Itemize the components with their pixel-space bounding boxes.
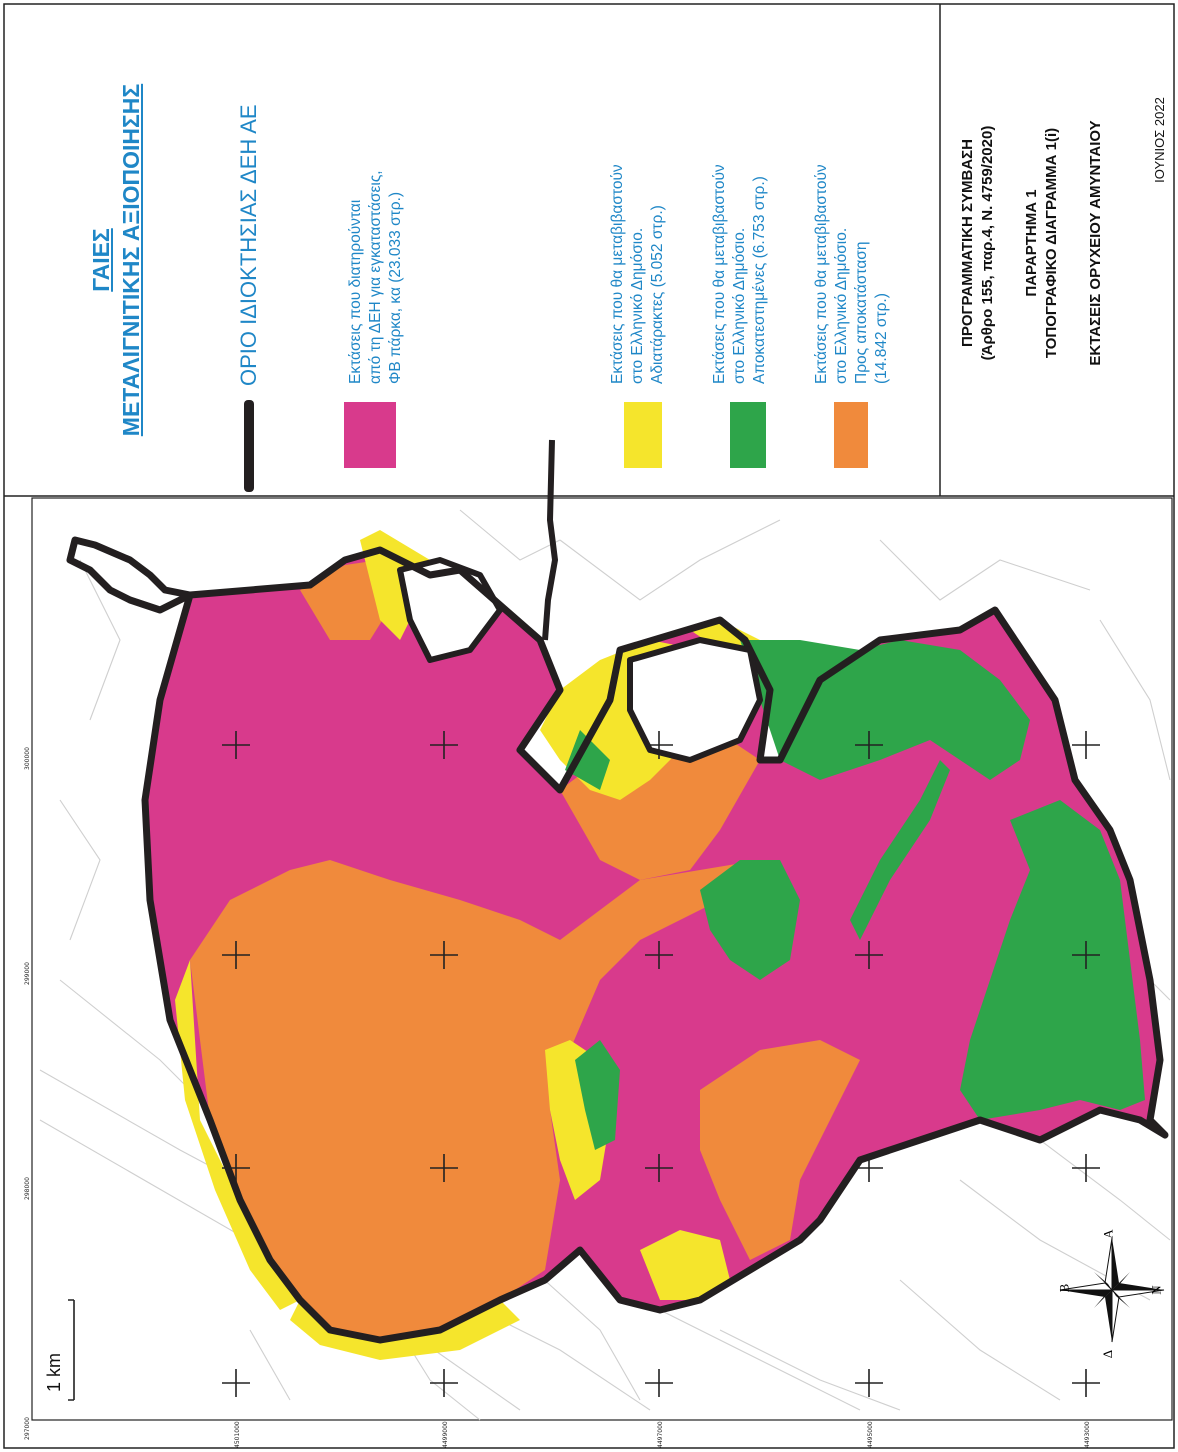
zone-restored-southeast — [960, 800, 1145, 1120]
grid-label-northing: 4495000 — [867, 1421, 874, 1448]
grid-label-easting: 300000 — [24, 747, 31, 770]
legend-item-text: στο Ελληνικό Δημόσιο. — [629, 227, 646, 384]
map-frame — [31, 497, 1173, 1421]
legend-item-text: Εκτάσεις που διατηρούνται — [347, 199, 364, 384]
legend-item-text: στο Ελληνικό Δημόσιο. — [833, 227, 850, 384]
compass-rose — [1059, 1237, 1165, 1343]
grid-label-northing: 4501000 — [234, 1421, 241, 1448]
compass-label-west: Δ — [1100, 1349, 1116, 1359]
scale-label: 1 km — [44, 1352, 64, 1392]
zone-restored-diagonal — [850, 760, 950, 940]
legend-title-line2: ΜΕΤΑΛΙΓΝΙΤΙΚΗΣ ΑΞΙΟΠΟΙΗΣΗΣ — [118, 83, 144, 437]
boundary-branch — [542, 439, 558, 641]
title-diagram: ΤΟΠΟΓΡΑΦΙΚΟ ΔΙΑΓΡΑΜΜΑ 1(i) — [1043, 127, 1060, 359]
compass-label-east: Α — [1100, 1229, 1116, 1239]
grid-label-easting: 297000 — [24, 1417, 31, 1440]
grid-label-northing: 4493000 — [1084, 1421, 1091, 1448]
boundary-spur — [66, 536, 192, 614]
zone-to-restore-west — [190, 860, 780, 1340]
title-block: ΠΡΟΓΡΑΜΜΑΤΙΚΗ ΣΥΜΒΑΣΗ (Άρθρο 155, παρ.4,… — [958, 8, 1106, 478]
zone-undisturbed-south-patch — [640, 1230, 730, 1300]
zone-undisturbed-southwest-edge — [290, 1300, 520, 1360]
legend-title-line1: ΓΑΙΕΣ — [88, 228, 114, 292]
zone-to-restore-south — [700, 1040, 860, 1260]
legend-item-text: Εκτάσεις που θα μεταβιβαστούν — [711, 164, 728, 384]
grid-label-easting: 299000 — [24, 962, 31, 985]
grid-label-northing: 4499000 — [442, 1421, 449, 1448]
legend-swatch-undisturbed — [624, 402, 662, 468]
title-contract: ΠΡΟΓΡΑΜΜΑΤΙΚΗ ΣΥΜΒΑΣΗ — [959, 139, 976, 347]
legend-item-text: Αποκατεστημένες (6.753 στρ.) — [751, 176, 768, 384]
zone-restored-patch — [565, 730, 610, 790]
zone-undisturbed-west-edge — [175, 960, 300, 1310]
compass-label-north: Β — [1056, 1283, 1072, 1293]
boundary-enclave-north-outline — [397, 557, 503, 663]
legend-item-text: από τη ΔΕΗ για εγκαταστάσεις, — [367, 170, 384, 384]
boundary-legend-label: ΟΡΙΟ ΙΔΙΟΚΤΗΣΙΑΣ ΔΕΗ ΑΕ — [236, 104, 261, 386]
legend-title: ΓΑΙΕΣ ΜΕΤΑΛΙΓΝΙΤΙΚΗΣ ΑΞΙΟΠΟΙΗΣΗΣ — [86, 60, 146, 460]
zone-restored-center — [700, 860, 800, 980]
legend-item-text: (14.842 στρ.) — [873, 293, 890, 384]
legend-item-text: Αδιατάρακτες (5.052 στρ.) — [649, 205, 666, 384]
legend-swatch-to-restore — [834, 402, 868, 468]
excluded-enclave — [630, 640, 760, 760]
legend-swatch-restored — [730, 402, 766, 468]
legend-item-text: ΦΒ πάρκα, κα (23.033 στρ.) — [387, 191, 404, 384]
title-law-reference: (Άρθρο 155, παρ.4, Ν. 4759/2020) — [979, 125, 996, 361]
boundary-line-swatch — [244, 400, 254, 492]
grid-label-easting: 298000 — [24, 1177, 31, 1200]
legend-item-to-restore: Εκτάσεις που θα μεταβιβαστούν στο Ελληνι… — [812, 164, 892, 384]
grid-label-northing: 4497000 — [657, 1421, 664, 1448]
zone-restored-east — [740, 640, 1030, 780]
title-date: ΙΟΥΝΙΟΣ 2022 — [1152, 97, 1167, 183]
legend-item-text: Εκτάσεις που θα μεταβιβαστούν — [813, 164, 830, 384]
legend-item-text: Προς αποκατάσταση — [853, 241, 870, 384]
property-boundary — [141, 546, 1169, 1344]
legend-item-undisturbed: Εκτάσεις που θα μεταβιβαστούν στο Ελληνι… — [608, 164, 668, 384]
scale-bar — [68, 1299, 75, 1401]
legend-swatch-retained — [344, 402, 396, 468]
boundary-enclave-outline — [627, 637, 763, 763]
sheet-border — [3, 3, 1175, 1449]
title-annex: ΠΑΡΑΡΤΗΜΑ 1 — [1023, 189, 1040, 297]
compass-label-south: Ν — [1148, 1285, 1164, 1295]
title-site: ΕΚΤΑΣΕΙΣ ΟΡΥΧΕΙΟΥ ΑΜΥΝΤΑΙΟΥ — [1087, 120, 1104, 366]
legend-item-retained: Εκτάσεις που διατηρούνται από τη ΔΕΗ για… — [346, 170, 406, 384]
zone-restored-strip — [575, 1040, 620, 1150]
legend-item-text: στο Ελληνικό Δημόσιο. — [731, 227, 748, 384]
legend-item-restored: Εκτάσεις που θα μεταβιβαστούν στο Ελληνι… — [710, 164, 770, 384]
legend-item-text: Εκτάσεις που θα μεταβιβαστούν — [609, 164, 626, 384]
grid-crosses — [222, 731, 1100, 1397]
